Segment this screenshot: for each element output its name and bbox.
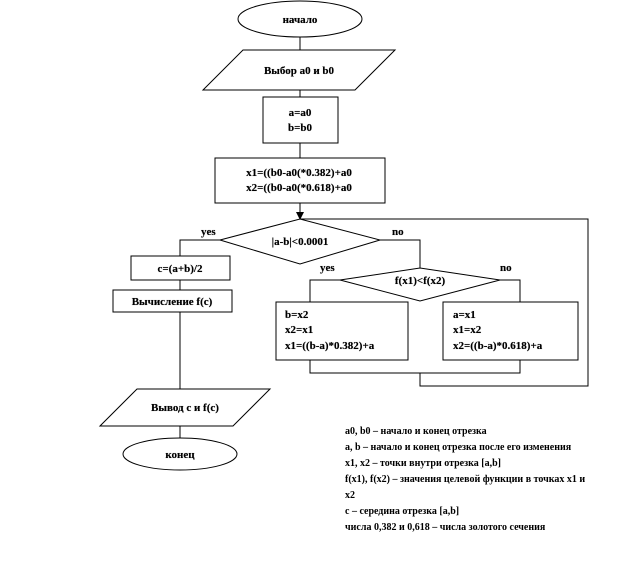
f-condition-diamond: [339, 267, 501, 302]
output-label: Вывод c и f(c): [151, 402, 219, 414]
end-terminal: [122, 437, 238, 471]
end-label: конец: [165, 449, 195, 461]
legend-item: a, b – начало и конец отрезка после его …: [345, 442, 572, 453]
legend-item: c – середина отрезка [a,b]: [345, 506, 460, 517]
main-yes-label: yes: [201, 226, 216, 238]
right-update-block: [442, 301, 579, 361]
input-parallelogram: [201, 49, 397, 91]
calc-fc-block: [112, 289, 233, 313]
left-b-label: b=x2: [285, 309, 309, 321]
connector-lines: [179, 37, 589, 438]
x2-init-label: x2=((b0-a0(*0.618)+a0: [246, 182, 352, 194]
main-condition-label: |a-b|<0.0001: [272, 236, 329, 248]
right-x1-label: x1=x2: [453, 324, 482, 336]
assign-ab-block: [262, 96, 339, 144]
left-x1-label: x1=((b-a)*0.382)+a: [285, 340, 375, 352]
f-no-label: no: [500, 262, 512, 274]
left-x2-label: x2=x1: [285, 324, 313, 336]
legend-item: f(x1), f(x2) – значения целевой функции …: [345, 474, 586, 501]
init-x-block: [214, 157, 386, 204]
assign-b-label: b=b0: [288, 122, 313, 134]
legend-item: числа 0,382 и 0,618 – числа золотого сеч…: [345, 522, 546, 533]
main-condition-diamond: [218, 218, 382, 265]
calc-c-label: c=(a+b)/2: [158, 263, 203, 275]
calc-c-block: [130, 255, 231, 281]
legend: a0, b0 – начало и конец отрезка a, b – н…: [345, 424, 595, 536]
calc-fc-label: Вычисление f(c): [132, 296, 213, 308]
assign-a-label: a=a0: [289, 107, 312, 119]
input-label: Выбор a0 и b0: [264, 65, 335, 77]
right-x2-label: x2=((b-a)*0.618)+a: [453, 340, 543, 352]
legend-item: a0, b0 – начало и конец отрезка: [345, 426, 487, 437]
f-condition-label: f(x1)<f(x2): [395, 275, 446, 287]
main-no-label: no: [392, 226, 404, 238]
output-parallelogram: [98, 388, 272, 427]
x1-init-label: x1=((b0-a0(*0.382)+a0: [246, 167, 352, 179]
legend-item: x1, x2 – точки внутри отрезка [a,b]: [345, 458, 501, 469]
start-terminal: [237, 0, 363, 38]
start-label: начало: [283, 14, 318, 26]
right-a-label: a=x1: [453, 309, 476, 321]
left-update-block: [275, 301, 409, 361]
f-yes-label: yes: [320, 262, 335, 274]
